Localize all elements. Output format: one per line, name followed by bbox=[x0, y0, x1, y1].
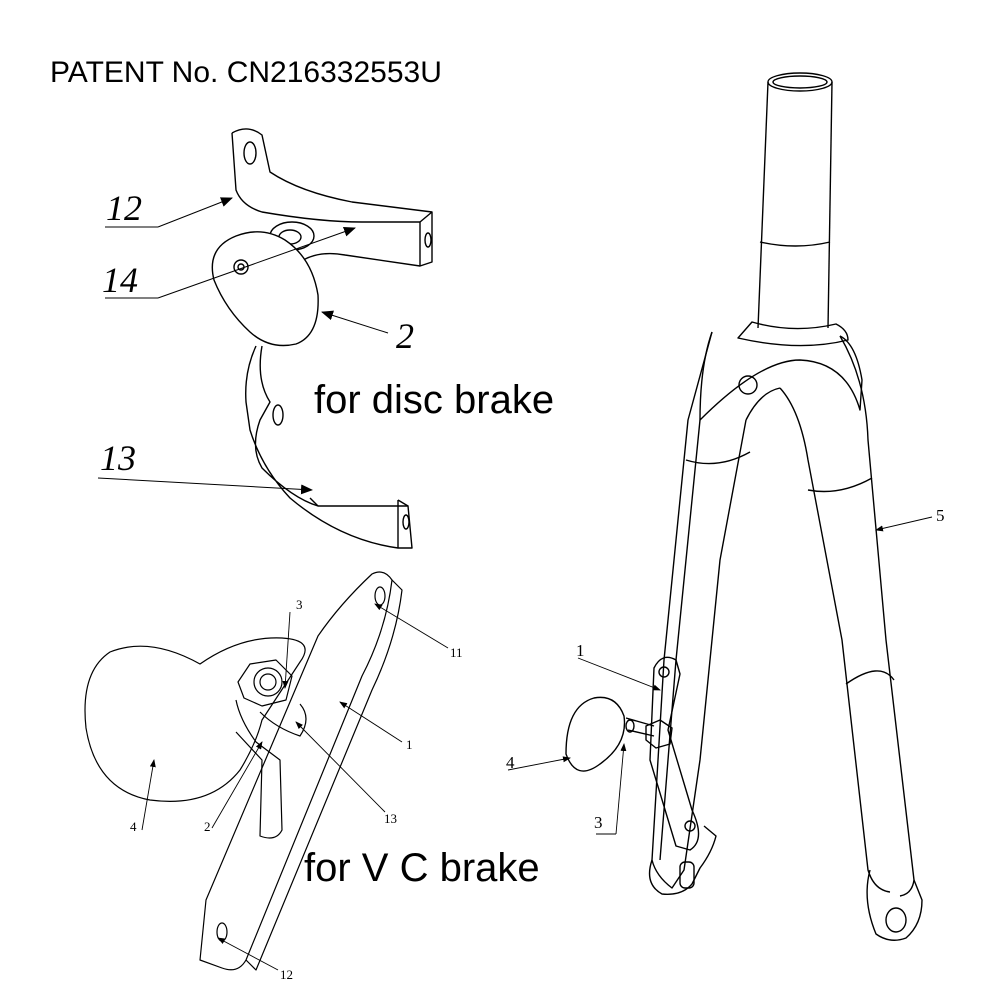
disc-label-13: 13 bbox=[100, 438, 136, 478]
patent-number: PATENT No. CN216332553U bbox=[50, 56, 442, 89]
vc-label-13: 13 bbox=[384, 811, 397, 826]
fork-label-3: 3 bbox=[594, 813, 603, 832]
vc-label-4: 4 bbox=[130, 819, 137, 834]
disc-label-14: 14 bbox=[102, 260, 138, 300]
vc-label-2: 2 bbox=[204, 819, 211, 834]
vc-label-1: 1 bbox=[406, 737, 413, 752]
fork-leaders bbox=[507, 516, 933, 835]
disc-label-12: 12 bbox=[106, 188, 142, 228]
disc-brake-caption: for disc brake bbox=[314, 378, 555, 422]
vc-label-3: 3 bbox=[296, 597, 303, 612]
vc-brake-caption: for V C brake bbox=[304, 846, 540, 890]
disc-brake-adapter bbox=[211, 128, 433, 549]
disc-label-2: 2 bbox=[396, 316, 414, 356]
fork-label-4: 4 bbox=[506, 753, 515, 772]
disc-leaders bbox=[97, 197, 389, 495]
fork-label-1: 1 bbox=[576, 641, 585, 660]
vc-leaders bbox=[141, 603, 449, 971]
vc-label-11: 11 bbox=[450, 645, 463, 660]
fork-label-5: 5 bbox=[936, 506, 945, 525]
fork-drawing bbox=[565, 72, 923, 941]
vc-label-12: 12 bbox=[280, 967, 293, 982]
vc-brake-adapter bbox=[84, 571, 403, 971]
